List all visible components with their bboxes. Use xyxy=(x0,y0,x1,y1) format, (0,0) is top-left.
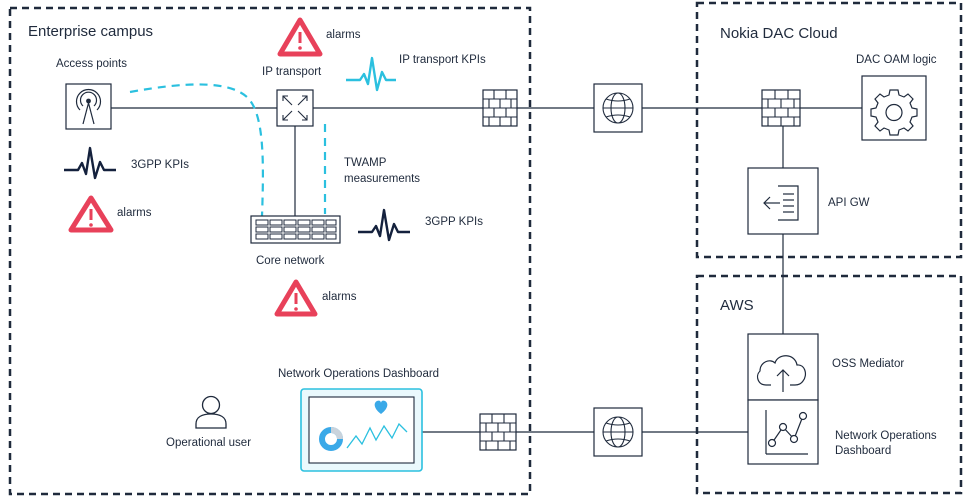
alarms-left-label: alarms xyxy=(117,207,152,219)
user-icon xyxy=(195,395,227,429)
router-icon xyxy=(276,89,314,127)
dashboard-top-label: Network Operations Dashboard xyxy=(278,368,439,380)
graph-nodes-icon xyxy=(747,399,819,465)
firewall-icon xyxy=(479,413,517,451)
oss-mediator-label: OSS Mediator xyxy=(832,358,904,370)
api-gw-label: API GW xyxy=(828,197,870,209)
cloud-upload-icon xyxy=(747,333,819,401)
core-network-icon xyxy=(250,215,341,244)
api-gateway-icon xyxy=(747,167,819,235)
firewall-icon xyxy=(761,89,801,127)
antenna-icon xyxy=(65,83,112,130)
gear-icon xyxy=(861,75,927,141)
alarm-icon xyxy=(68,195,114,233)
globe-icon xyxy=(593,407,643,457)
ip-transport-label: IP transport xyxy=(262,66,322,78)
3gpp-kpis-left-label: 3GPP KPIs xyxy=(131,159,189,171)
aws-zone xyxy=(695,274,963,495)
dac-cloud-zone xyxy=(695,1,963,259)
kpi-pulse-icon xyxy=(358,208,410,242)
twamp-label-line1: TWAMP xyxy=(344,157,387,169)
firewall-icon xyxy=(482,89,518,127)
enterprise-campus-title: Enterprise campus xyxy=(28,23,153,40)
ip-transport-kpis-label: IP transport KPIs xyxy=(399,54,486,66)
access-points-label: Access points xyxy=(56,58,127,70)
alarms-top-label: alarms xyxy=(326,29,361,41)
twamp-dashed-links xyxy=(129,83,327,217)
kpi-pulse-icon xyxy=(64,146,116,180)
connections xyxy=(111,107,862,433)
3gpp-kpis-core-label: 3GPP KPIs xyxy=(425,216,483,228)
operational-user-label: Operational user xyxy=(166,437,251,449)
dac-oam-logic-label: DAC OAM logic xyxy=(856,54,937,66)
aws-title: AWS xyxy=(720,297,754,314)
enterprise-campus-zone xyxy=(8,6,532,496)
alarm-icon xyxy=(274,279,318,317)
globe-icon xyxy=(593,83,643,133)
dac-cloud-title: Nokia DAC Cloud xyxy=(720,25,838,42)
core-network-label: Core network xyxy=(256,255,325,267)
alarm-icon xyxy=(277,17,323,57)
alarms-core-label: alarms xyxy=(322,291,357,303)
aws-dashboard-label-line1: Network Operations xyxy=(835,430,937,442)
kpi-pulse-icon xyxy=(346,56,396,92)
aws-dashboard-label-line2: Dashboard xyxy=(835,445,891,457)
twamp-label-line2: measurements xyxy=(344,173,420,185)
dashboard-icon xyxy=(300,388,423,472)
